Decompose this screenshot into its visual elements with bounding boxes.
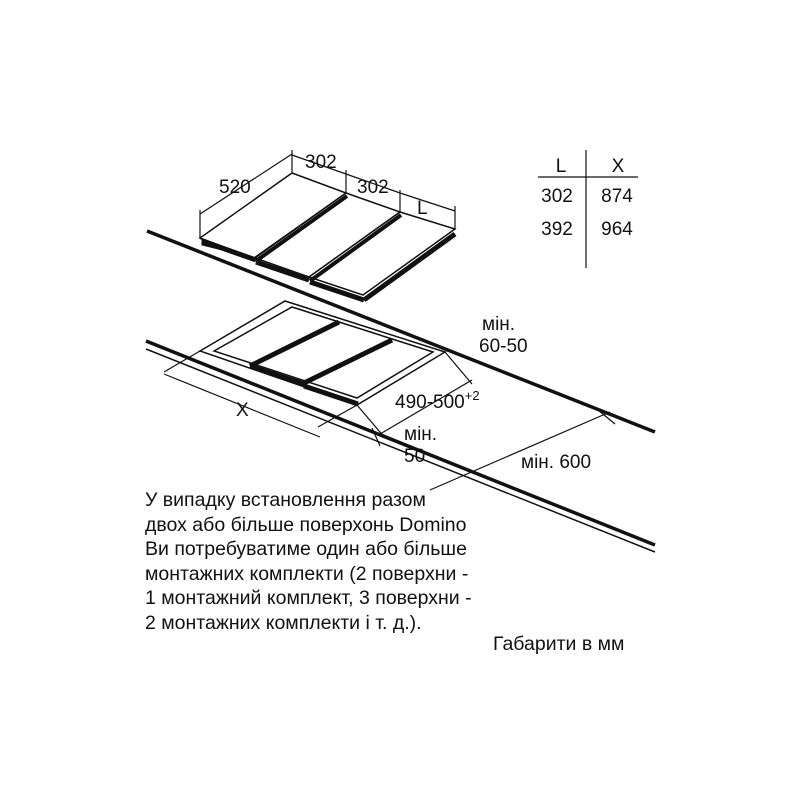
hob-divider-1	[254, 194, 349, 263]
cutout-inner	[212, 306, 435, 399]
hob-dimensions	[199, 150, 456, 238]
ext-490-a	[444, 351, 473, 385]
dimension-table: L X 302 874 392 964	[538, 150, 638, 268]
dim-line-490	[379, 379, 473, 435]
installation-note: У випадку встановлення разом двох або бі…	[145, 488, 585, 635]
label-cutout-depth: 490-500+2	[395, 388, 480, 413]
units-note: Габарити в мм	[493, 633, 625, 655]
table-cell-X-1: 874	[601, 186, 633, 207]
cutout-dimensions	[163, 350, 616, 491]
dimension-labels: 520 302 302 L X 490-500+2 мін. 50 мін. 6…	[219, 152, 591, 473]
note-line-2: двох або більше поверхонь Domino	[145, 513, 467, 536]
cutout	[198, 300, 447, 407]
dim-line-L	[399, 192, 456, 212]
table-cell-X-2: 964	[601, 219, 633, 240]
cutout-bar-1	[248, 319, 341, 369]
label-width-302-b: 302	[357, 177, 389, 198]
hob-2-thick-edge	[255, 259, 310, 283]
label-min-front-value: 50	[404, 446, 425, 467]
ext-490-b	[356, 404, 386, 439]
note-line-6: 2 монтажних комплекти і т. д.).	[145, 611, 422, 634]
note-line-1: У випадку встановлення разом	[145, 489, 426, 511]
dim-line-min50	[371, 427, 381, 447]
dim-line-min600	[429, 411, 611, 491]
note-line-4: монтажних комплекти (2 поверхни -	[145, 562, 469, 585]
countertop	[145, 229, 656, 553]
label-depth-520: 520	[219, 177, 251, 198]
dim-line-302-2	[345, 173, 401, 194]
note-line-5: 1 монтажний комплект, 3 поверхни -	[145, 587, 472, 609]
ext-X-a	[163, 350, 201, 373]
label-min-front: мін.	[404, 424, 437, 445]
ext-X-b	[317, 404, 358, 428]
label-min-back: мін.	[482, 314, 515, 335]
countertop-back-edge	[146, 229, 656, 434]
countertop-front-edge-lower	[145, 348, 656, 553]
ext-min600	[597, 409, 616, 425]
table-cell-L-1: 302	[541, 186, 573, 207]
cutout-depth-value: 490-500	[395, 392, 465, 413]
dim-line-520	[199, 153, 293, 215]
label-cutout-X: X	[236, 400, 249, 421]
cutout-bar-3	[249, 363, 305, 387]
hob-3-side-thick-edge	[362, 231, 457, 303]
hob-divider-2	[308, 213, 403, 283]
cutout-bar-2	[300, 337, 394, 387]
dim-line-X	[163, 373, 321, 438]
table-header-X: X	[612, 156, 625, 177]
table-header-L: L	[556, 156, 567, 177]
countertop-front-edge	[145, 339, 656, 547]
label-min-wall: мін. 600	[521, 452, 591, 473]
hob-3-thick-edge	[309, 279, 365, 303]
dim-line-302-1	[291, 154, 347, 175]
note-line-3: Ви потребуватиме один або більше	[145, 538, 467, 560]
label-width-L: L	[417, 198, 428, 219]
table-cell-L-2: 392	[541, 219, 573, 240]
label-width-302-a: 302	[305, 152, 337, 173]
cutout-bar-4	[303, 383, 359, 407]
cutout-depth-tolerance: +2	[465, 388, 480, 403]
hob-1-thick-edge	[201, 238, 257, 263]
label-min-back-value: 60-50	[479, 336, 528, 357]
